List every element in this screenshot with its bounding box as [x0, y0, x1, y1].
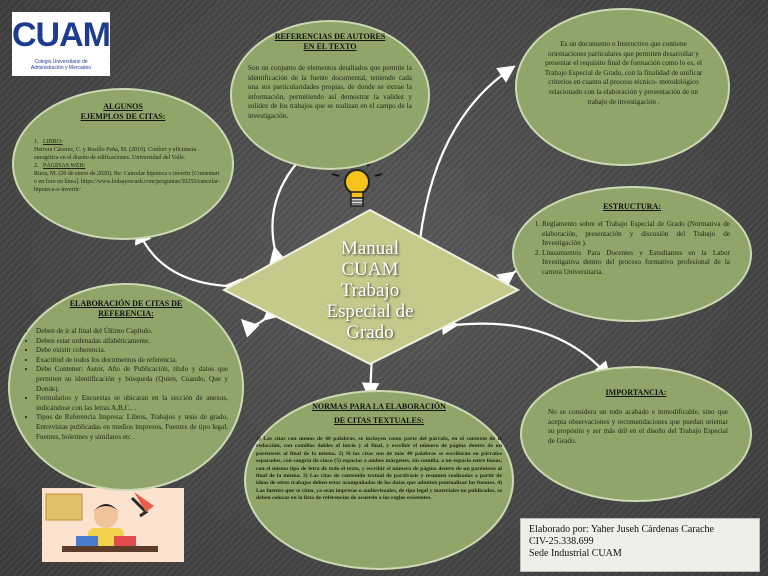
- central-diamond: [221, 208, 521, 366]
- elaboracion-item-5: Debe Contener: Autor, Año de Publicación…: [36, 365, 228, 394]
- normas-title: NORMAS PARA LA ELABORACIÓN DE CITAS TEXT…: [312, 402, 446, 425]
- normas-text: 1) Las citas con menos de 40 palabras, s…: [256, 436, 502, 502]
- arrow-to-definicion: [409, 65, 516, 255]
- oval-definicion: Es un documento o Instructivo que contie…: [515, 8, 730, 166]
- elaboracion-title: ELABORACIÓN DE CITAS DE REFERENCIA:: [69, 299, 183, 318]
- central-title: Manual CUAM Trabajo Especial de Grado: [326, 238, 414, 343]
- oval-normas: NORMAS PARA LA ELABORACIÓN DE CITAS TEXT…: [244, 390, 514, 570]
- ejemplo-web-text: Riera, M. (20 de enero de 2020). Re: Can…: [34, 171, 220, 193]
- arrow-to-elaboracion: [240, 302, 282, 338]
- author-campus: Sede Industrial CUAM: [529, 548, 622, 559]
- elaboracion-item-3: Debe existir coherencia.: [36, 346, 228, 356]
- arrow-to-ejemplos: [135, 225, 242, 296]
- ejemplo-web-label: PÁGINAS WEB:: [43, 163, 86, 169]
- elaboracion-item-7: Tipos de Referencia Impresa: Libros, Tra…: [36, 413, 228, 442]
- referencias-title: REFERENCIAS DE AUTORES EN EL TEXTO: [274, 32, 386, 51]
- ejemplos-list: 1. LIBRO: Herrera Cáceres, C. y Rosillo …: [34, 139, 220, 193]
- importancia-text: No se considera un todo acabado e inmodi…: [548, 408, 728, 445]
- estructura-item-1: Reglamento sobre el Trabajo Especial de …: [542, 220, 730, 249]
- importancia-title: IMPORTANCIA:: [605, 388, 667, 397]
- elaboracion-item-2: Deben estar ordenadas alfabéticamente.: [36, 337, 228, 347]
- estructura-title: ESTRUCTURA:: [603, 202, 661, 211]
- referencias-text: Son un conjunto de elementos detallados …: [248, 64, 412, 120]
- estructura-item-2: Lineamientos Para Docentes y Estudiantes…: [542, 249, 730, 278]
- definicion-text: Es un documento o Instructivo que contie…: [544, 40, 703, 106]
- elaboracion-list: Deben de ir al final del Último Capítulo…: [22, 327, 228, 442]
- cuam-logo: CUAM Colegio Universitario de Administra…: [12, 12, 111, 76]
- author-id: CIV-25.338.699: [529, 536, 594, 547]
- author-name: Elaborado por: Yaher Juseh Cárdenas Cara…: [529, 524, 714, 535]
- ejemplo-libro-text: Herrera Cáceres, C. y Rosillo Peña, M. (…: [34, 147, 197, 161]
- ejemplo-libro-label: LIBRO:: [43, 139, 63, 145]
- elaboracion-item-1: Deben de ir al final del Último Capítulo…: [36, 327, 228, 337]
- oval-estructura: ESTRUCTURA: Reglamento sobre el Trabajo …: [512, 186, 752, 322]
- elaboracion-item-4: Exactitud de todos los documentos de ref…: [36, 356, 228, 366]
- elaboracion-item-6: Formularios y Encuestas se ubicaran en l…: [36, 394, 228, 413]
- logo-wordmark: CUAM: [12, 16, 111, 54]
- oval-ejemplos: ALGUNOS EJEMPLOS DE CITAS: 1. LIBRO: Her…: [12, 88, 234, 240]
- logo-subtitle-1: Colegio Universitario de: [34, 59, 88, 65]
- arrow-to-importancia: [440, 317, 611, 380]
- author-box: Elaborado por: Yaher Juseh Cárdenas Cara…: [520, 518, 760, 572]
- estructura-list: Reglamento sobre el Trabajo Especial de …: [528, 220, 730, 278]
- oval-elaboracion: ELABORACIÓN DE CITAS DE REFERENCIA: Debe…: [8, 283, 244, 491]
- logo-subtitle-2: Administración y Mercadeo: [30, 65, 92, 71]
- ejemplos-title: ALGUNOS EJEMPLOS DE CITAS:: [80, 102, 166, 121]
- oval-referencias: REFERENCIAS DE AUTORES EN EL TEXTO Son u…: [230, 20, 430, 170]
- student-illustration: [42, 488, 184, 562]
- oval-importancia: IMPORTANCIA: No se considera un todo aca…: [520, 366, 752, 502]
